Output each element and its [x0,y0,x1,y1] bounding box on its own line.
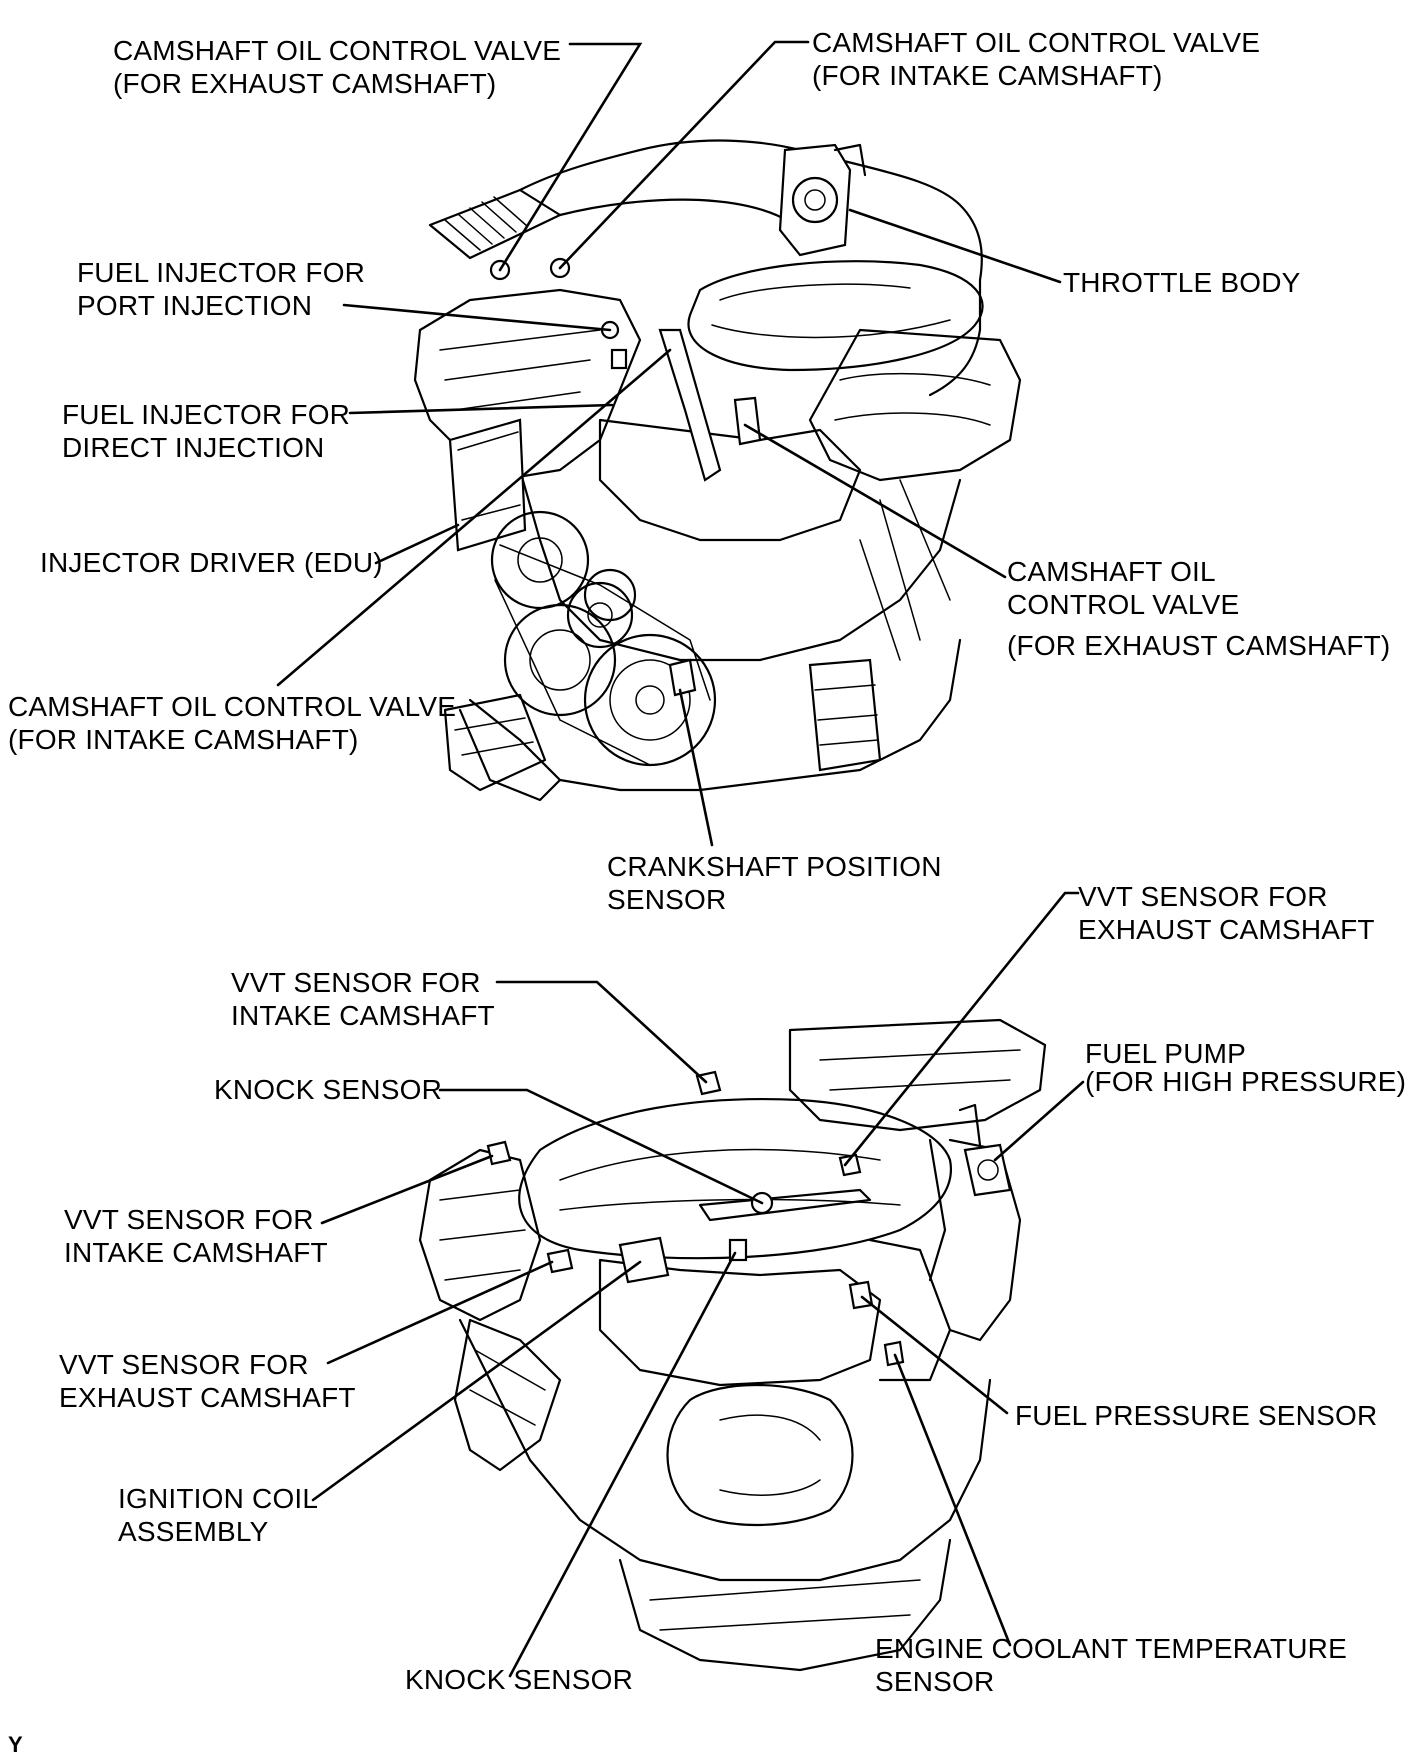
label-top-cam-ocv-intake: CAMSHAFT OIL CONTROL VALVE (FOR INTAKE C… [812,27,1261,91]
label-fuel-pressure-sensor: FUEL PRESSURE SENSOR [1015,1400,1378,1431]
label-throttle-body: THROTTLE BODY [1063,267,1301,298]
leader-fuel-injector-direct [348,403,614,415]
leader-injector-driver [374,523,460,565]
leader-knock-sensor-bottom [508,1251,737,1678]
leader-vvt-intake-left [320,1154,494,1225]
label-ignition-coil: IGNITION COIL ASSEMBLY [118,1483,319,1547]
leader-vvt-exhaust-left [326,1260,554,1365]
leader-top-cam-ocv-intake [558,40,810,270]
label-fuel-pump: FUEL PUMP (FOR HIGH PRESSURE) [1085,1038,1407,1097]
label-injector-driver: INJECTOR DRIVER (EDU) [40,547,383,578]
label-knock-sensor-top: KNOCK SENSOR [214,1074,442,1105]
leader-fuel-pressure-sensor [860,1295,1009,1415]
leader-coolant-temp-sensor [893,1353,1012,1647]
label-crankshaft-sensor: CRANKSHAFT POSITION SENSOR [607,851,942,915]
label-coolant-temp-sensor: ENGINE COOLANT TEMPERATURE SENSOR [875,1633,1347,1697]
label-vvt-intake-top: VVT SENSOR FOR INTAKE CAMSHAFT [231,967,495,1031]
label-fuel-injector-port: FUEL INJECTOR FOR PORT INJECTION [77,257,366,321]
label-right-cam-ocv-exhaust: CAMSHAFT OIL CONTROL VALVE (FOR EXHAUST … [1007,556,1391,661]
label-fuel-injector-direct: FUEL INJECTOR FOR DIRECT INJECTION [62,399,351,463]
label-vvt-exhaust-top-right: VVT SENSOR FOR EXHAUST CAMSHAFT [1078,881,1375,945]
top-engine-drawing [413,139,1022,802]
label-top-cam-ocv-exhaust: CAMSHAFT OIL CONTROL VALVE (FOR EXHAUST … [113,35,562,99]
leader-top-cam-ocv-exhaust [498,42,643,272]
leader-throttle-body [848,208,1062,284]
label-vvt-exhaust-left: VVT SENSOR FOR EXHAUST CAMSHAFT [59,1349,356,1413]
leader-vvt-intake-top [495,980,708,1084]
label-knock-sensor-bottom: KNOCK SENSOR [405,1664,633,1695]
leader-ignition-coil [311,1260,642,1502]
label-left-cam-ocv-intake: CAMSHAFT OIL CONTROL VALVE (FOR INTAKE C… [8,691,457,755]
leader-crankshaft-sensor [678,688,714,847]
leader-lines [276,40,1085,1678]
leader-right-cam-ocv-exhaust [743,423,1007,579]
leader-left-cam-ocv-intake [276,348,672,687]
leader-fuel-pump [993,1080,1085,1162]
leader-fuel-injector-port [342,303,612,332]
label-vvt-intake-left: VVT SENSOR FOR INTAKE CAMSHAFT [64,1204,328,1268]
corner-mark: Y [8,1732,23,1757]
leader-knock-sensor-top [438,1088,764,1205]
bottom-engine-drawing [418,1018,1047,1672]
leader-vvt-exhaust-top-right [843,891,1080,1167]
